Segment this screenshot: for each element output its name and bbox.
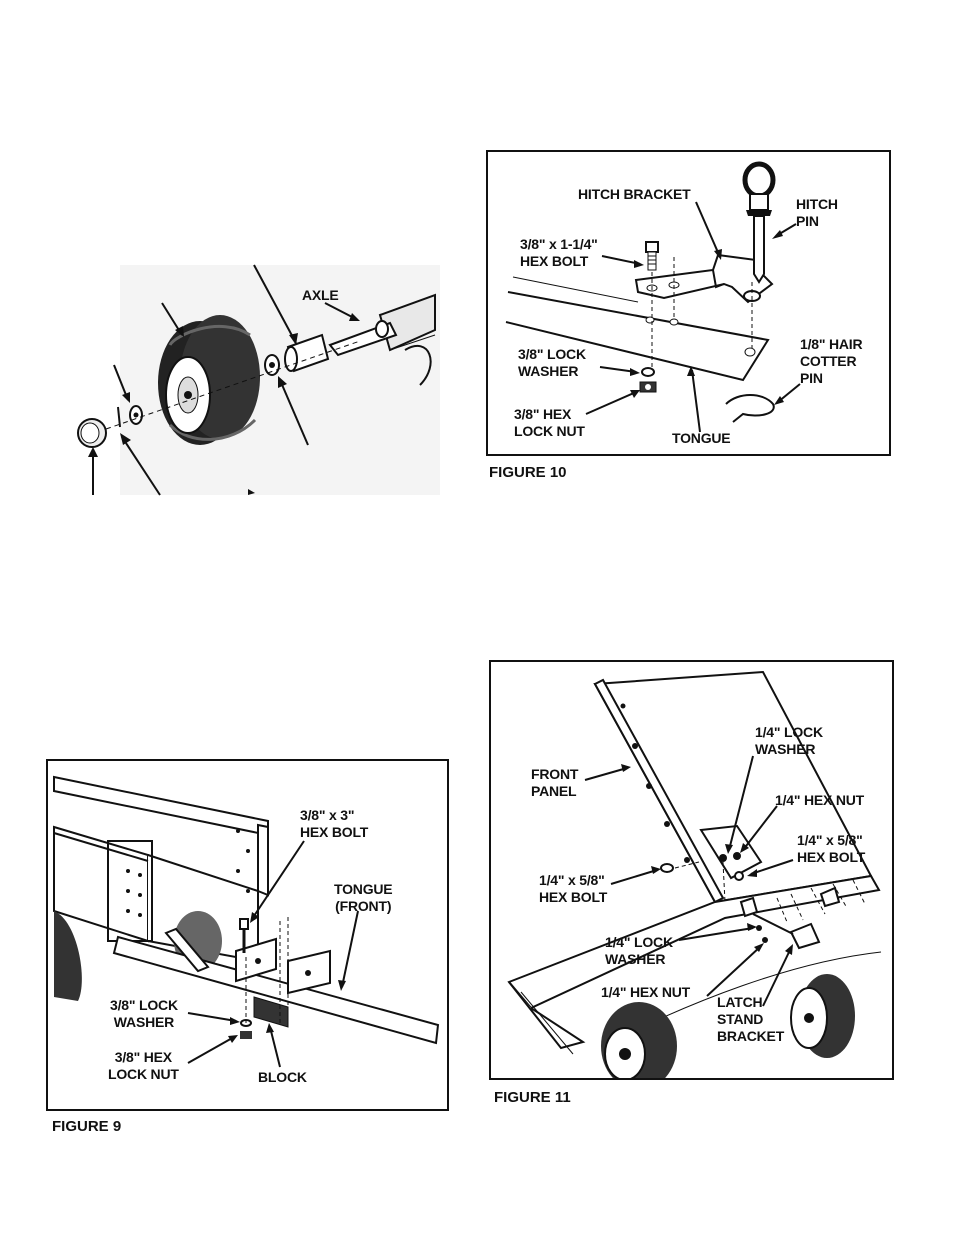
hitch-drawing: [505, 161, 801, 433]
block-label: BLOCK: [258, 1069, 307, 1085]
hitch-bracket-label: HITCH BRACKET: [578, 186, 691, 202]
hex-bolt-right-label: 1/4" x 5/8"HEX BOLT: [797, 832, 866, 865]
figure-10-caption: FIGURE 10: [489, 464, 567, 481]
wheel-assembly-drawing: [77, 264, 440, 496]
hex-bolt-label: 3/8" x 3"HEX BOLT: [300, 807, 369, 840]
figure-11-caption: FIGURE 11: [494, 1089, 571, 1106]
wheel-assembly-figure: AXLE: [60, 255, 450, 505]
tongue-front-label: TONGUE(FRONT): [334, 881, 393, 914]
hex-nut-bottom-label: 1/4" HEX NUT: [601, 984, 691, 1000]
figure-9-caption: FIGURE 9: [52, 1118, 122, 1135]
tongue-label: TONGUE: [672, 430, 731, 446]
hex-nut-top-label: 1/4" HEX NUT: [775, 792, 865, 808]
hex-bolt-left-label: 1/4" x 5/8"HEX BOLT: [539, 872, 608, 905]
hex-bolt-label: 3/8" x 1-1/4"HEX BOLT: [520, 236, 598, 269]
front-panel-drawing: [507, 670, 882, 1078]
axle-label: AXLE: [302, 287, 339, 303]
tongue-mount-drawing: [53, 775, 440, 1068]
figure-9-frame: 3/8" x 3"HEX BOLT TONGUE(FRONT) 3/8" LOC…: [46, 759, 449, 1111]
